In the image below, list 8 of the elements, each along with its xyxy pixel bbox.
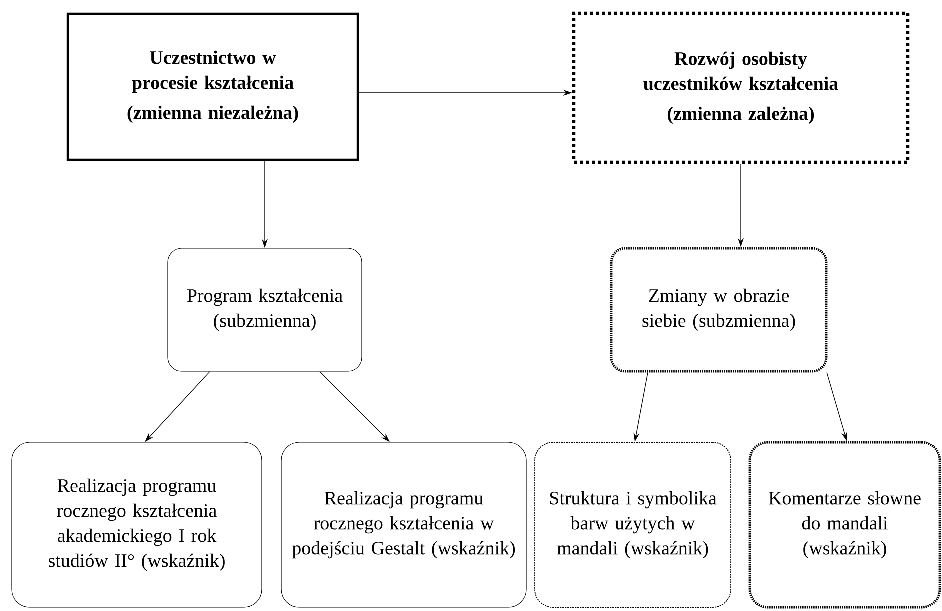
variable-box: Uczestnictwo w procesie kształcenia (zmienna niezależna) <box>66 12 360 162</box>
subvariable-box: Program kształcenia (subzmienna) <box>168 248 362 372</box>
variable-box: Rozwój osobisty uczestników kształcenia (zmienna zależna) <box>572 12 910 164</box>
indicator-box: Komentarze słowne do mandali (wskaźnik) <box>748 441 942 609</box>
indicator-box: Struktura i symbolika barw użytych w mandali (wskaźnik) <box>534 442 732 608</box>
indicator-box: Realizacja programu rocznego kształcenia w podejściu Gestalt (wskaźnik) <box>281 442 527 608</box>
subvariable-box: Zmiany w obrazie siebie (subzmienna) <box>610 247 828 373</box>
indicator-box: Realizacja programu rocznego kształcenia akademickiego I rok studiów II° (wskaźnik) <box>12 442 262 608</box>
